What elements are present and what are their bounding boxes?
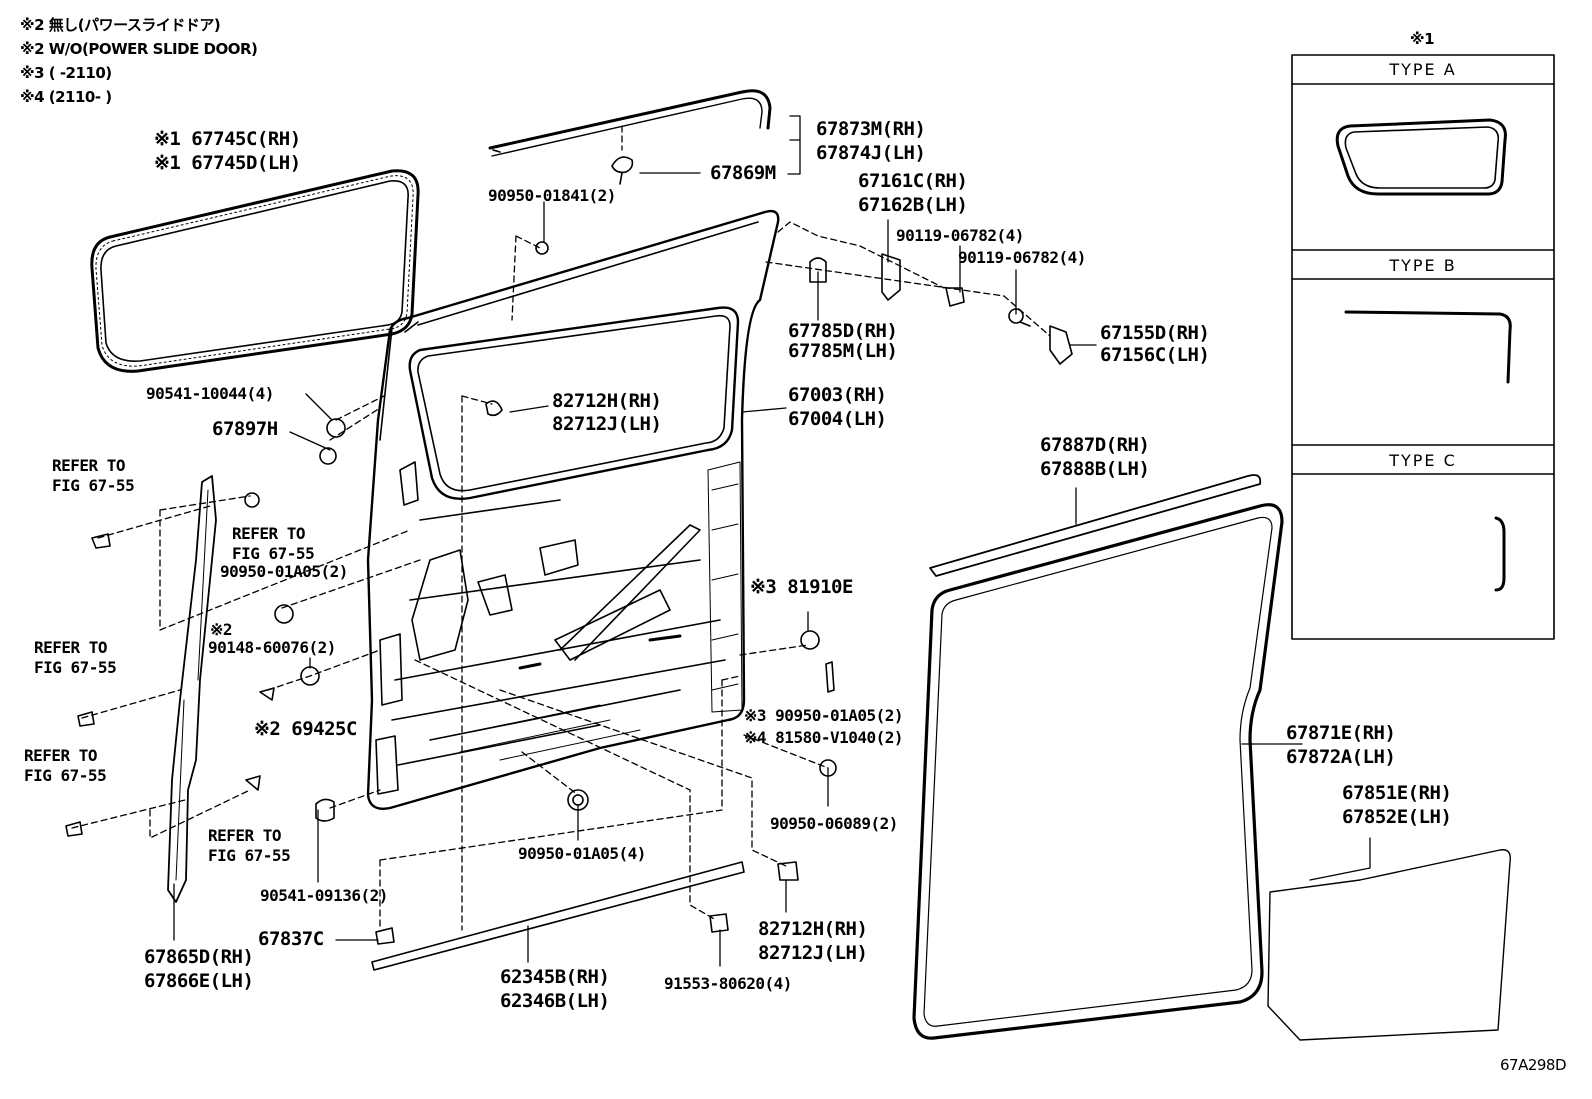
refer-fig-3-line2[interactable]: FIG 67-55 (34, 658, 117, 677)
callout-67003-rh[interactable]: 67003(RH) (788, 384, 887, 406)
callout-67161-rh[interactable]: 67161C(RH) (858, 170, 968, 192)
callout-67785-lh[interactable]: 67785M(LH) (788, 340, 898, 362)
note-power-slide-en: ※2 W/O(POWER SLIDE DOOR) (20, 40, 258, 58)
callout-67865-lh[interactable]: 67866E(LH) (144, 970, 254, 992)
refer-fig-4-line2[interactable]: FIG 67-55 (24, 766, 107, 785)
frame-rail (167, 475, 217, 903)
callout-67887-rh[interactable]: 67887D(RH) (1040, 434, 1150, 456)
refer-fig-1-line2[interactable]: FIG 67-55 (52, 476, 135, 495)
callout-90950-01841[interactable]: 90950-01841(2) (488, 186, 616, 205)
clip-67869 (611, 156, 634, 185)
figure-id: 67A298D (1500, 1056, 1567, 1074)
callout-90950-01a05-c[interactable]: 90950-01A05(4) (518, 844, 646, 863)
callout-90119-b[interactable]: 90119-06782(4) (958, 248, 1086, 267)
refer-fig-5-line1[interactable]: REFER TO (208, 826, 282, 845)
legend-type-c: TYPE C (1389, 451, 1457, 470)
callout-90950-01a05-a[interactable]: 90950-01A05(2) (220, 562, 348, 581)
callout-62345-lh[interactable]: 62346B(LH) (500, 990, 610, 1012)
callout-91553[interactable]: 91553-80620(4) (664, 974, 792, 993)
refer-fig-3-line1[interactable]: REFER TO (34, 638, 108, 657)
callout-82712-bot-lh[interactable]: 82712J(LH) (758, 942, 868, 964)
legend-mark: ※1 (1410, 30, 1435, 48)
callout-67871-lh[interactable]: 67872A(LH) (1286, 746, 1396, 768)
callout-67887-lh[interactable]: 67888B(LH) (1040, 458, 1150, 480)
callout-90119-a[interactable]: 90119-06782(4) (896, 226, 1024, 245)
callout-67161-lh[interactable]: 67162B(LH) (858, 194, 968, 216)
legend-type-b: TYPE B (1389, 256, 1457, 275)
callout-67155-rh[interactable]: 67155D(RH) (1100, 322, 1210, 344)
refer-fig-4-line1[interactable]: REFER TO (24, 746, 98, 765)
refer-fig-2-line1[interactable]: REFER TO (232, 524, 306, 543)
callout-67155-lh[interactable]: 67156C(LH) (1100, 344, 1210, 366)
note-type-3: ※3 ( -2110) (20, 64, 112, 82)
type-legend-table (1291, 54, 1555, 640)
callout-82712-top-rh[interactable]: 82712H(RH) (552, 390, 662, 412)
refer-fig-2-line2[interactable]: FIG 67-55 (232, 544, 315, 563)
callout-90950-06089[interactable]: 90950-06089(2) (770, 814, 898, 833)
legend-type-a: TYPE A (1389, 60, 1457, 79)
callout-67865-rh[interactable]: 67865D(RH) (144, 946, 254, 968)
callout-67785-rh[interactable]: 67785D(RH) (788, 320, 898, 342)
callout-67837[interactable]: 67837C (258, 928, 324, 950)
callout-67873-rh[interactable]: 67873M(RH) (816, 118, 926, 140)
callout-90148[interactable]: 90148-60076(2) (208, 638, 336, 657)
callout-90541-09136[interactable]: 90541-09136(2) (260, 886, 388, 905)
callout-69425[interactable]: ※2 69425C (254, 718, 357, 740)
callout-82712-bot-rh[interactable]: 82712H(RH) (758, 918, 868, 940)
callout-67003-lh[interactable]: 67004(LH) (788, 408, 887, 430)
callout-67851-rh[interactable]: 67851E(RH) (1342, 782, 1452, 804)
upper-rail (488, 89, 772, 157)
door-weatherstrip (912, 503, 1284, 1040)
quarter-window-seal (90, 169, 420, 373)
solid-leaders (173, 115, 1371, 967)
callout-81580[interactable]: ※4 81580-V1040(2) (744, 728, 904, 747)
service-hole-cover (1267, 849, 1511, 1041)
belt-molding (929, 474, 1262, 577)
note-power-slide-jp: ※2 無し(パワースライドドア) (20, 16, 221, 34)
callout-81910[interactable]: ※3 81910E (750, 576, 853, 598)
callout-67873-lh[interactable]: 67874J(LH) (816, 142, 926, 164)
callout-67851-lh[interactable]: 67852E(LH) (1342, 806, 1452, 828)
refer-fig-1-line1[interactable]: REFER TO (52, 456, 126, 475)
door-panel (366, 209, 780, 810)
note-type-4: ※4 (2110- ) (20, 88, 112, 106)
callout-67897[interactable]: 67897H (212, 418, 278, 440)
refer-fig-5-line2[interactable]: FIG 67-55 (208, 846, 291, 865)
callout-67745-lh[interactable]: ※1 67745D(LH) (154, 152, 301, 174)
dashed-leaders (71, 125, 1051, 931)
fasteners (65, 241, 1073, 945)
callout-82712-top-lh[interactable]: 82712J(LH) (552, 413, 662, 435)
lower-rail (371, 861, 745, 971)
callout-62345-rh[interactable]: 62345B(RH) (500, 966, 610, 988)
callout-90950-01a05-b[interactable]: ※3 90950-01A05(2) (744, 706, 904, 725)
callout-67869[interactable]: 67869M (710, 162, 776, 184)
callout-67871-rh[interactable]: 67871E(RH) (1286, 722, 1396, 744)
callout-67745-rh[interactable]: ※1 67745C(RH) (154, 128, 301, 150)
callout-90541-10044[interactable]: 90541-10044(4) (146, 384, 274, 403)
callout-90148-mark[interactable]: ※2 (210, 620, 233, 639)
